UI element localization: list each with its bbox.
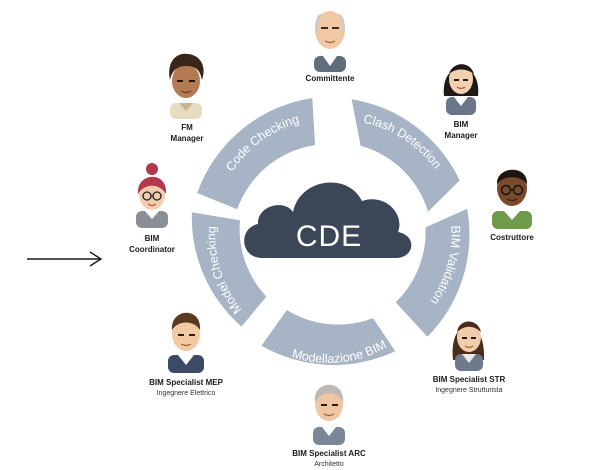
ring-segment-model-checking [191,212,267,327]
avatar-bim-specialist-arc [313,384,345,445]
label-bim-coordinator: BIM Coordinator [129,234,175,254]
avatar-committente [314,11,346,72]
label-bim-manager: BIM Manager [444,120,478,140]
avatar-bim-manager [443,64,479,115]
ring-segment-clash-detection [351,99,460,212]
label-committente: Committente [305,74,355,83]
avatar-bim-coordinator [136,163,168,228]
label-costruttore: Costruttore [490,233,534,242]
avatar-bim-specialist-str [452,321,485,371]
process-ring [191,98,470,365]
label-bim-specialist-mep: BIM Specialist MEP Ingegnere Elettrico [149,378,223,397]
ring-segment-code-checking [197,98,315,210]
ring-segment-modellazione-bim [261,310,396,365]
pointer-arrow [27,251,103,267]
label-bim-specialist-arc: BIM Specialist ARC Architetto [292,449,366,468]
avatar-bim-specialist-mep [168,312,204,373]
cde-label: CDE [296,220,362,253]
ring-segment-bim-validation [395,208,470,337]
label-bim-specialist-str: BIM Specialist STR Ingegnere Strutturist… [432,375,506,394]
avatar-costruttore [492,169,532,229]
cde-cloud: CDE [244,182,412,258]
label-fm-manager: FM Manager [170,123,204,143]
avatar-fm-manager [169,53,204,119]
